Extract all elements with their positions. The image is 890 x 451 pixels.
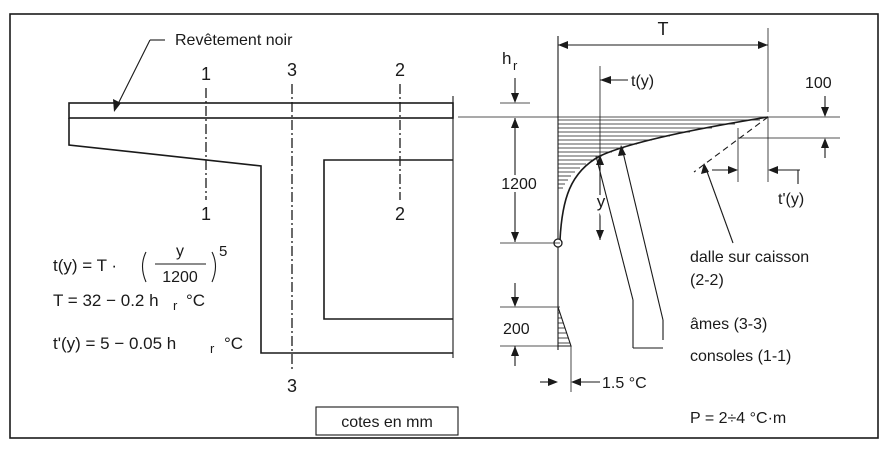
dalle-leader [704, 165, 734, 244]
dim-15-label: 1.5 °C [602, 375, 647, 392]
section-3-label-bottom: 3 [287, 376, 297, 396]
dalle-leader-arrow [701, 163, 709, 174]
tpy-arrow-left [728, 166, 738, 174]
y-label: y [597, 192, 606, 211]
temperature-profile: T h r 1200 t(y) y 100 [458, 19, 840, 427]
P-label: P = 2÷4 °C·m [690, 410, 786, 427]
top-gradient-hatching [558, 119, 760, 189]
dim-15-arrow-right [571, 378, 581, 386]
dim-200-arrow-bottom [511, 346, 519, 356]
y-arrow-bottom [596, 230, 604, 240]
ty-label: t(y) [631, 73, 654, 90]
T-arrow-left [558, 41, 568, 49]
formula-1-denominator: 1200 [162, 269, 198, 286]
dim-1200-arrow [511, 232, 519, 242]
hr-arrow-top [511, 93, 519, 103]
section-1-label-top: 1 [201, 64, 211, 84]
dim-100-arrow-top [821, 107, 829, 117]
consoles-leader [595, 155, 634, 301]
T-label: T [658, 19, 669, 39]
dalle-section: (2-2) [690, 272, 724, 289]
hr-subscript: r [513, 58, 518, 73]
bottom-gradient-hatching [558, 312, 570, 344]
tpy-arrow-right [768, 166, 778, 174]
section-2-label-bottom: 2 [395, 204, 405, 224]
tpy-label: t'(y) [778, 191, 804, 208]
web-outline [68, 118, 453, 354]
consoles-label: consoles (1-1) [690, 348, 791, 365]
dim-100-arrow-bottom [821, 138, 829, 148]
formula-1-paren-left [141, 251, 147, 283]
tangent-line [693, 116, 769, 173]
T-arrow-right [758, 41, 768, 49]
figure-frame [9, 13, 879, 439]
units-note: cotes en mm [341, 414, 433, 431]
formula-2-main: T = 32 − 0.2 h [53, 291, 159, 310]
formula-1-lhs: t(y) = T · [53, 256, 117, 275]
surfacing-leader-arrow [113, 99, 121, 112]
dim-200-label: 200 [503, 321, 530, 338]
formula-2-unit: °C [186, 291, 205, 310]
dim-15-arrow-left [548, 378, 558, 386]
section-3-label-top: 3 [287, 60, 297, 80]
surfacing-layer [68, 102, 454, 119]
section-2-label-top: 2 [395, 60, 405, 80]
ames-leader-arrow [618, 145, 626, 156]
dim-200-arrow-top [511, 297, 519, 307]
surfacing-label: Revêtement noir [175, 32, 293, 49]
ames-label: âmes (3-3) [690, 316, 767, 333]
formula-1-paren-right [211, 251, 217, 283]
dim-100-label: 100 [805, 75, 832, 92]
hr-label: h [502, 49, 511, 68]
dalle-label: dalle sur caisson [690, 249, 809, 266]
formula-3-unit: °C [224, 334, 243, 353]
ty-arrow [600, 76, 611, 84]
formula-3-subscript: r [210, 341, 215, 356]
temperature-curve [559, 116, 769, 241]
formula-1-exponent: 5 [219, 243, 227, 260]
surfacing-leader [115, 39, 151, 109]
units-note-box [315, 406, 459, 436]
formula-1-numerator: y [176, 243, 184, 260]
cross-section: 1 1 3 3 2 2 Revêtement noir [68, 32, 454, 396]
formula-3-main: t'(y) = 5 − 0.05 h [53, 334, 176, 353]
formula-2-subscript: r [173, 298, 178, 313]
box-cell-outline [323, 159, 453, 320]
section-1-label-bottom: 1 [201, 204, 211, 224]
dim-1200-label: 1200 [501, 176, 537, 193]
formulas: t(y) = T · y 1200 5 T = 32 − 0.2 h r °C … [53, 243, 243, 356]
hr-arrow-bottom [511, 118, 519, 128]
ames-leader [621, 147, 664, 321]
